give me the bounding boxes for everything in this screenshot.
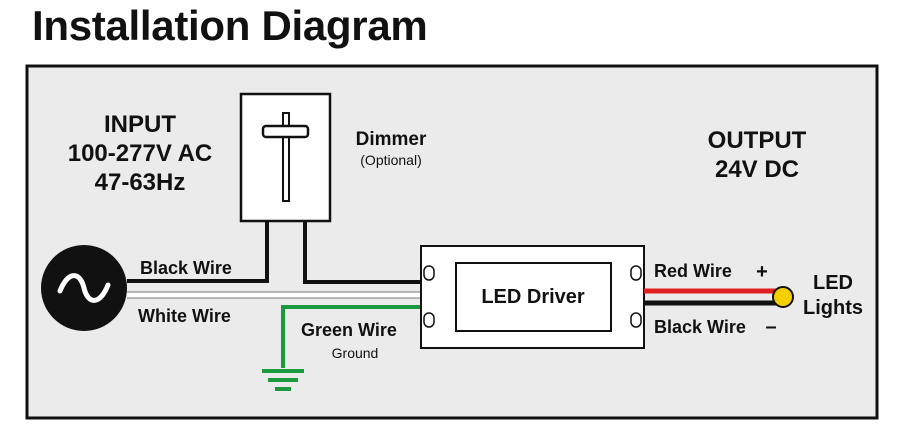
white-wire-in-label: White Wire: [138, 306, 231, 326]
led-driver-label-frame: [455, 262, 612, 332]
driver-mount-slot: [423, 265, 435, 281]
diagram-panel: [25, 64, 879, 420]
input-voltage: 100-277V AC: [68, 140, 213, 167]
dimmer-slot: [282, 112, 290, 202]
green-wire: [281, 305, 428, 368]
input-label: INPUT: [104, 111, 176, 138]
output-label: OUTPUT: [708, 127, 807, 154]
output-voltage: 24V DC: [715, 156, 799, 183]
driver-mount-slot: [630, 265, 642, 281]
red-wire-positive-sign: +: [756, 261, 768, 283]
red-wire-out-label: Red Wire: [654, 261, 732, 281]
dimmer-note: (Optional): [360, 152, 421, 168]
input-frequency: 47-63Hz: [95, 169, 186, 196]
black-wire-in: [127, 221, 269, 283]
black-wire-negative-sign: –: [765, 316, 776, 338]
led-light-icon: [772, 286, 794, 308]
driver-mount-slot: [423, 312, 435, 328]
led-driver-label: LED Driver: [481, 286, 585, 308]
dimmer-label: Dimmer: [356, 129, 427, 150]
page-title: Installation Diagram: [32, 2, 428, 49]
led-lights-label-line2: Lights: [803, 297, 863, 319]
driver-mount-slot: [630, 312, 642, 328]
led-lights-label-line1: LED: [813, 272, 853, 294]
sine-wave-icon: [57, 273, 111, 303]
ground-label: Ground: [332, 345, 379, 361]
black-wire-dimmer-to-driver: [303, 221, 428, 284]
black-wire-out-label: Black Wire: [654, 317, 746, 337]
dimmer-slider-icon: [261, 124, 310, 139]
green-wire-label: Green Wire: [301, 320, 397, 340]
black-wire-in-label: Black Wire: [140, 258, 232, 278]
